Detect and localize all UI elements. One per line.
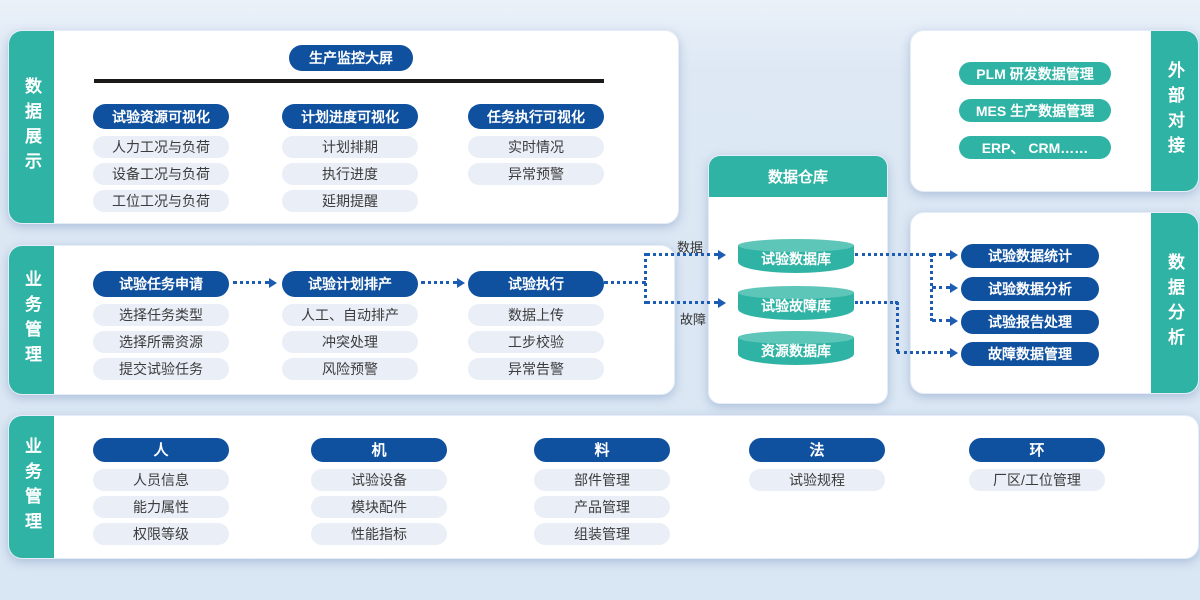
item-pill: 工步校验	[468, 331, 604, 353]
item-pill: 延期提醒	[282, 190, 418, 212]
item-pill: 权限等级	[93, 523, 229, 545]
dotted-connector	[932, 286, 950, 289]
item-pill: 冲突处理	[282, 331, 418, 353]
item-pill: 厂区/工位管理	[969, 469, 1105, 491]
item-pill: 产品管理	[534, 496, 670, 518]
database-cylinder-test-data: 试验数据库	[738, 239, 854, 273]
item-pill: 性能指标	[311, 523, 447, 545]
item-pill: 部件管理	[534, 469, 670, 491]
cylinder-label: 试验故障库	[761, 298, 831, 314]
panel-external-integration: 外部对接 PLM 研发数据管理 MES 生产数据管理 ERP、 CRM……	[910, 30, 1199, 192]
cylinder-label: 资源数据库	[761, 343, 831, 359]
item-pill: 人工、自动排产	[282, 304, 418, 326]
item-pill: 选择所需资源	[93, 331, 229, 353]
resources-sidebar-label: 业务管理	[22, 437, 41, 537]
item-pill: 能力属性	[93, 496, 229, 518]
dotted-connector	[604, 281, 646, 284]
arrowhead-icon	[457, 278, 465, 288]
warehouse-title: 数据仓库	[709, 156, 887, 197]
panel-business-flow: 业务管理 试验任务申请 选择任务类型 选择所需资源 提交试验任务 试验计划排产 …	[8, 245, 675, 395]
resource-header-method: 法	[749, 438, 885, 462]
flow-step-task-request: 试验任务申请	[93, 271, 229, 297]
column-header-resource-vis: 试验资源可视化	[93, 104, 229, 129]
title-underline	[94, 79, 604, 83]
external-system-pill-plm: PLM 研发数据管理	[959, 62, 1111, 85]
item-pill: 试验设备	[311, 469, 447, 491]
resource-header-material: 料	[534, 438, 670, 462]
resource-header-environment: 环	[969, 438, 1105, 462]
analysis-sidebar: 数据分析	[1151, 213, 1198, 393]
external-system-pill-erp-crm: ERP、 CRM……	[959, 136, 1111, 159]
item-pill: 设备工况与负荷	[93, 163, 229, 185]
item-pill: 计划排期	[282, 136, 418, 158]
panel-data-analysis: 数据分析 试验数据统计 试验数据分析 试验报告处理 故障数据管理	[910, 212, 1199, 394]
resource-header-machine: 机	[311, 438, 447, 462]
arrowhead-icon	[950, 250, 958, 260]
arrowhead-icon	[950, 283, 958, 293]
flow-step-test-execution: 试验执行	[468, 271, 604, 297]
item-pill: 工位工况与负荷	[93, 190, 229, 212]
database-cylinder-resource-data: 资源数据库	[738, 331, 854, 365]
item-pill: 风险预警	[282, 358, 418, 380]
item-pill: 人员信息	[93, 469, 229, 491]
dotted-connector	[896, 302, 899, 352]
arrowhead-icon	[718, 298, 726, 308]
analysis-pill-fault-mgmt: 故障数据管理	[961, 342, 1099, 366]
analysis-pill-statistics: 试验数据统计	[961, 244, 1099, 268]
dotted-connector	[644, 253, 647, 304]
dotted-connector	[930, 254, 933, 321]
item-pill: 试验规程	[749, 469, 885, 491]
item-pill: 模块配件	[311, 496, 447, 518]
dotted-connector	[646, 301, 718, 304]
item-pill: 人力工况与负荷	[93, 136, 229, 158]
dotted-connector	[932, 253, 950, 256]
business-sidebar-label: 业务管理	[22, 270, 41, 370]
dotted-connector	[855, 253, 932, 256]
dotted-connector	[932, 319, 950, 322]
arrowhead-icon	[718, 250, 726, 260]
dotted-connector	[646, 253, 718, 256]
cylinder-top	[738, 286, 854, 299]
arrowhead-icon	[269, 278, 277, 288]
panel-business-resources: 业务管理 人 人员信息 能力属性 权限等级 机 试验设备 模块配件 性能指标 料…	[8, 415, 1199, 559]
external-sidebar: 外部对接	[1151, 31, 1198, 191]
item-pill: 数据上传	[468, 304, 604, 326]
database-cylinder-fault-data: 试验故障库	[738, 286, 854, 320]
analysis-pill-report: 试验报告处理	[961, 310, 1099, 334]
panel-data-warehouse: 数据仓库 试验数据库 试验故障库 资源数据库	[708, 155, 888, 404]
column-header-plan-vis: 计划进度可视化	[282, 104, 418, 129]
cylinder-label: 试验数据库	[761, 251, 831, 267]
item-pill: 异常告警	[468, 358, 604, 380]
dotted-connector	[421, 281, 457, 284]
item-pill: 提交试验任务	[93, 358, 229, 380]
external-sidebar-label: 外部对接	[1165, 61, 1184, 161]
external-system-pill-mes: MES 生产数据管理	[959, 99, 1111, 122]
item-pill: 异常预警	[468, 163, 604, 185]
cylinder-top	[738, 239, 854, 252]
data-display-sidebar-label: 数据展示	[22, 77, 41, 177]
monitor-screen-title-pill: 生产监控大屏	[289, 45, 413, 71]
item-pill: 选择任务类型	[93, 304, 229, 326]
data-display-sidebar: 数据展示	[9, 31, 54, 223]
resource-header-people: 人	[93, 438, 229, 462]
analysis-sidebar-label: 数据分析	[1165, 253, 1184, 353]
item-pill: 实时情况	[468, 136, 604, 158]
dotted-connector	[233, 281, 269, 284]
flow-step-plan-scheduling: 试验计划排产	[282, 271, 418, 297]
arrowhead-icon	[950, 316, 958, 326]
resources-sidebar: 业务管理	[9, 416, 54, 558]
column-header-task-vis: 任务执行可视化	[468, 104, 604, 129]
connector-label-fault: 故障	[680, 312, 707, 327]
panel-data-display: 数据展示 生产监控大屏 试验资源可视化 人力工况与负荷 设备工况与负荷 工位工况…	[8, 30, 679, 224]
connector-label-data: 数据	[677, 240, 704, 255]
dotted-connector	[855, 301, 898, 304]
item-pill: 组装管理	[534, 523, 670, 545]
business-sidebar: 业务管理	[9, 246, 54, 394]
cylinder-top	[738, 331, 854, 344]
analysis-pill-analysis: 试验数据分析	[961, 277, 1099, 301]
item-pill: 执行进度	[282, 163, 418, 185]
dotted-connector	[897, 351, 950, 354]
arrowhead-icon	[950, 348, 958, 358]
